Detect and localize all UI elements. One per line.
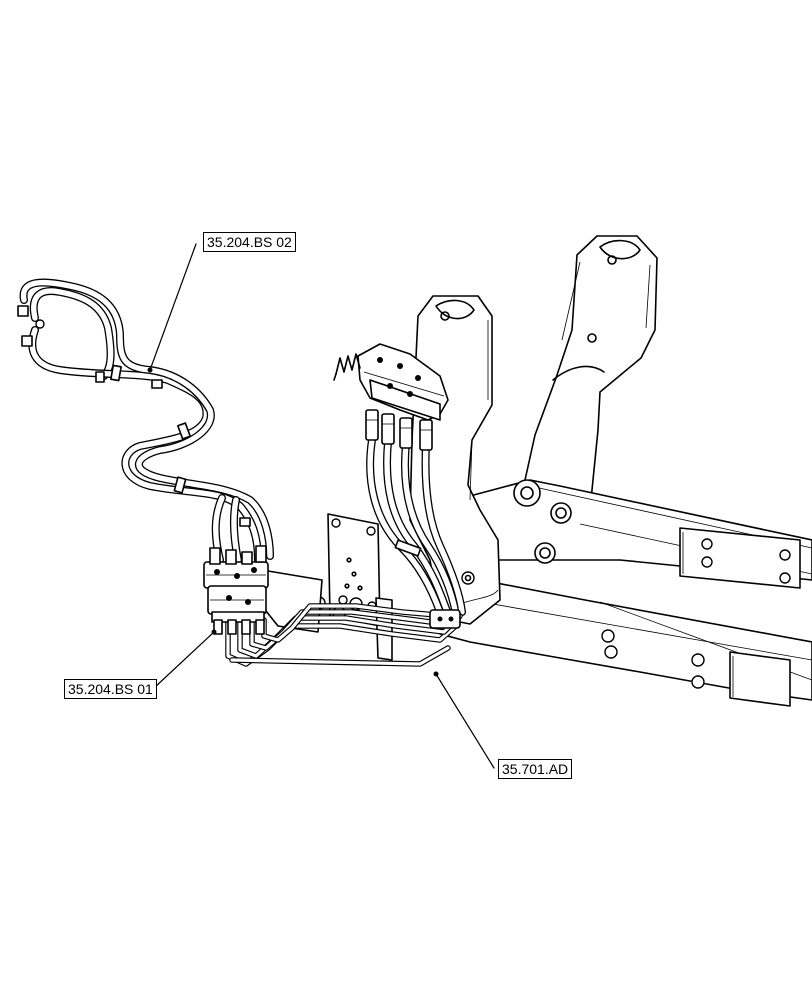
callout-35-204-bs-01[interactable]: 35.204.BS 01 [64,679,157,699]
machine-frame [261,235,812,707]
callout-leaders [147,243,495,769]
frame-bolts-lower [601,629,705,689]
upper-hose-bundle [17,278,274,564]
callout-35-701-ad[interactable]: 35.701.AD [498,759,573,779]
frame-bolts-right [701,538,791,584]
pivot-boss [513,479,572,564]
control-valve-lower [203,545,269,635]
tower-hose-bundle [366,436,466,618]
callout-35-204-bs-02[interactable]: 35.204.BS 02 [203,232,296,252]
tube-clamp-front [429,609,461,629]
control-valve-upper [333,343,449,451]
rigid-tube-bundle [225,603,463,667]
